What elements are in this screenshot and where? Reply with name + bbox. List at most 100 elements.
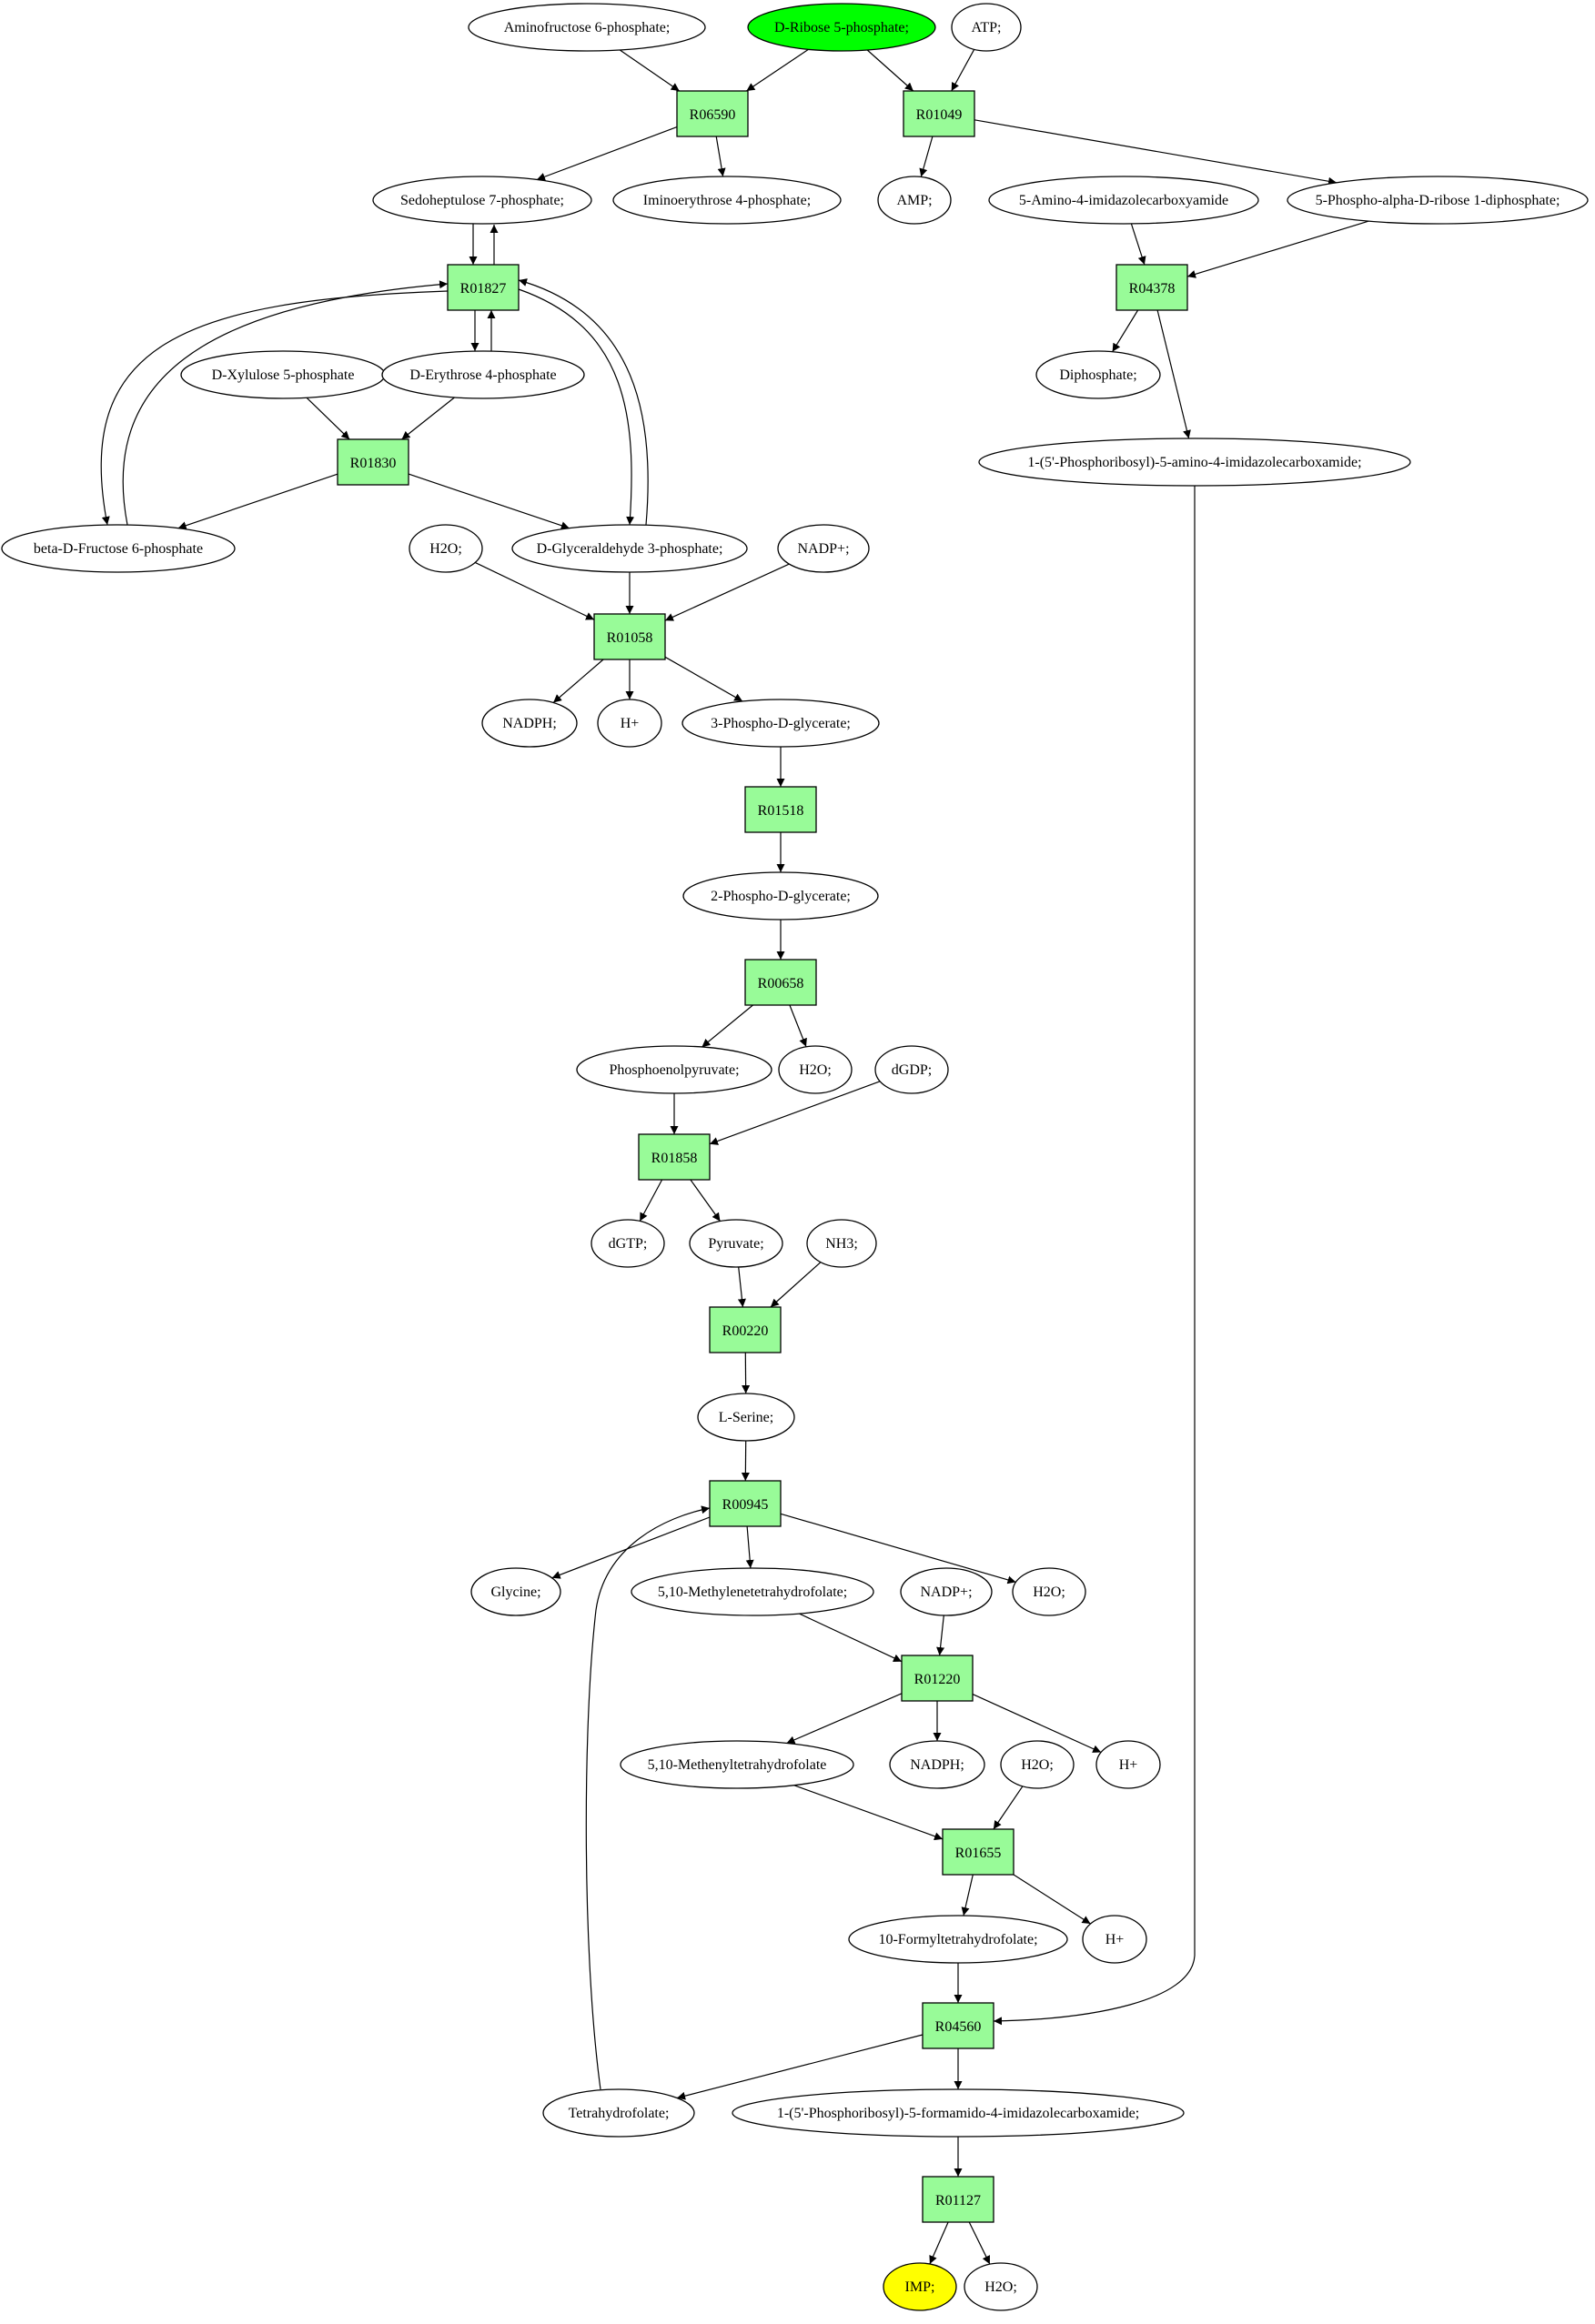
compound-iminoerythrose4p[interactable]: Iminoerythrose 4-phosphate; [612,176,842,225]
compound-methenylthf[interactable]: 5,10-Methenyltetrahydrofolate [620,1740,854,1789]
compound-shape[interactable] [1000,1740,1075,1789]
compound-shape[interactable] [964,2262,1038,2311]
compound-pg3[interactable]: 3-Phospho-D-glycerate; [681,699,880,748]
compound-gap[interactable]: D-Glyceraldehyde 3-phosphate; [511,524,748,573]
reaction-box[interactable] [638,1133,711,1181]
compound-shape[interactable] [978,438,1411,487]
reaction-box[interactable] [337,438,409,486]
compound-pyruvate[interactable]: Pyruvate; [689,1219,783,1268]
compound-shape[interactable] [1095,1740,1161,1789]
compound-shape[interactable] [1082,1915,1147,1964]
reaction-r01655[interactable]: R01655 [942,1828,1015,1876]
compound-diphosphate[interactable]: Diphosphate; [1035,350,1161,399]
reaction-box[interactable] [744,786,817,833]
reaction-r01830[interactable]: R01830 [337,438,409,486]
compound-shape[interactable] [597,699,662,748]
reaction-r06590[interactable]: R06590 [676,90,749,137]
compound-faicar[interactable]: 1-(5'-Phosphoribosyl)-5-formamido-4-imid… [732,2088,1185,2138]
compound-fructose6p[interactable]: beta-D-Fructose 6-phosphate [1,524,236,573]
reaction-r01518[interactable]: R01518 [744,786,817,833]
compound-h2o_2[interactable]: H2O; [778,1045,853,1094]
reaction-box[interactable] [447,264,520,311]
reaction-box[interactable] [903,90,975,137]
compound-hplus_2[interactable]: H+ [1095,1740,1161,1789]
reaction-box[interactable] [593,613,666,660]
compound-shape[interactable] [777,524,870,573]
compound-h2o_5[interactable]: H2O; [964,2262,1038,2311]
compound-pg2[interactable]: 2-Phospho-D-glycerate; [682,871,879,921]
reaction-box[interactable] [1115,264,1188,311]
reaction-box[interactable] [744,959,817,1006]
compound-shape[interactable] [681,699,880,748]
reaction-box[interactable] [922,2176,994,2223]
compound-shape[interactable] [877,176,952,225]
reaction-r01220[interactable]: R01220 [901,1655,974,1702]
reaction-r01127[interactable]: R01127 [922,2176,994,2223]
compound-imp[interactable]: IMP; [883,2262,957,2311]
compound-shape[interactable] [542,2088,695,2138]
reaction-r00945[interactable]: R00945 [709,1480,782,1527]
reaction-box[interactable] [942,1828,1015,1876]
compound-shape[interactable] [689,1219,783,1268]
compound-nadph_1[interactable]: NADPH; [481,699,578,748]
reaction-r04378[interactable]: R04378 [1115,264,1188,311]
reaction-r01858[interactable]: R01858 [638,1133,711,1181]
compound-aminofructose6p[interactable]: Aminofructose 6-phosphate; [468,3,706,52]
compound-sedoheptulose7p[interactable]: Sedoheptulose 7-phosphate; [372,176,592,225]
compound-shape[interactable] [511,524,748,573]
compound-aminoimidazolecarboxamide[interactable]: 5-Amino-4-imidazolecarboxyamide [988,176,1259,225]
compound-shape[interactable] [631,1567,874,1616]
reaction-r01827[interactable]: R01827 [447,264,520,311]
compound-shape[interactable] [409,524,483,573]
compound-formylthf[interactable]: 10-Formyltetrahydrofolate; [848,1915,1068,1964]
reaction-r00658[interactable]: R00658 [744,959,817,1006]
compound-shape[interactable] [1287,176,1589,225]
compound-nh3[interactable]: NH3; [806,1219,877,1268]
reaction-r01058[interactable]: R01058 [593,613,666,660]
reaction-r00220[interactable]: R00220 [709,1306,782,1353]
compound-nadph_2[interactable]: NADPH; [889,1740,985,1789]
compound-prpp[interactable]: 5-Phospho-alpha-D-ribose 1-diphosphate; [1287,176,1589,225]
compound-shape[interactable] [381,350,585,399]
compound-shape[interactable] [612,176,842,225]
compound-nadp_2[interactable]: NADP+; [900,1567,993,1616]
reaction-r01049[interactable]: R01049 [903,90,975,137]
compound-shape[interactable] [697,1393,795,1442]
compound-hplus_3[interactable]: H+ [1082,1915,1147,1964]
compound-shape[interactable] [900,1567,993,1616]
compound-h2o_4[interactable]: H2O; [1000,1740,1075,1789]
compound-shape[interactable] [747,3,936,52]
compound-dxylulose5p[interactable]: D-Xylulose 5-phosphate [180,350,386,399]
compound-shape[interactable] [732,2088,1185,2138]
compound-shape[interactable] [1035,350,1161,399]
compound-h2o_3[interactable]: H2O; [1012,1567,1086,1616]
compound-shape[interactable] [889,1740,985,1789]
compound-shape[interactable] [470,1567,561,1616]
reaction-box[interactable] [922,2002,994,2049]
compound-thf[interactable]: Tetrahydrofolate; [542,2088,695,2138]
compound-shape[interactable] [620,1740,854,1789]
compound-shape[interactable] [951,3,1022,52]
compound-lserine[interactable]: L-Serine; [697,1393,795,1442]
compound-shape[interactable] [883,2262,957,2311]
compound-shape[interactable] [874,1045,949,1094]
compound-shape[interactable] [468,3,706,52]
compound-shape[interactable] [1012,1567,1086,1616]
compound-h2o_1[interactable]: H2O; [409,524,483,573]
reaction-box[interactable] [709,1480,782,1527]
compound-shape[interactable] [1,524,236,573]
compound-shape[interactable] [591,1219,665,1268]
compound-dgdp[interactable]: dGDP; [874,1045,949,1094]
compound-dgtp[interactable]: dGTP; [591,1219,665,1268]
compound-shape[interactable] [848,1915,1068,1964]
compound-glycine[interactable]: Glycine; [470,1567,561,1616]
compound-aicar[interactable]: 1-(5'-Phosphoribosyl)-5-amino-4-imidazol… [978,438,1411,487]
reaction-box[interactable] [709,1306,782,1353]
compound-shape[interactable] [806,1219,877,1268]
compound-pep[interactable]: Phosphoenolpyruvate; [576,1045,772,1094]
compound-dribose5p[interactable]: D-Ribose 5-phosphate; [747,3,936,52]
reaction-box[interactable] [676,90,749,137]
compound-shape[interactable] [481,699,578,748]
compound-shape[interactable] [372,176,592,225]
compound-nadp_1[interactable]: NADP+; [777,524,870,573]
